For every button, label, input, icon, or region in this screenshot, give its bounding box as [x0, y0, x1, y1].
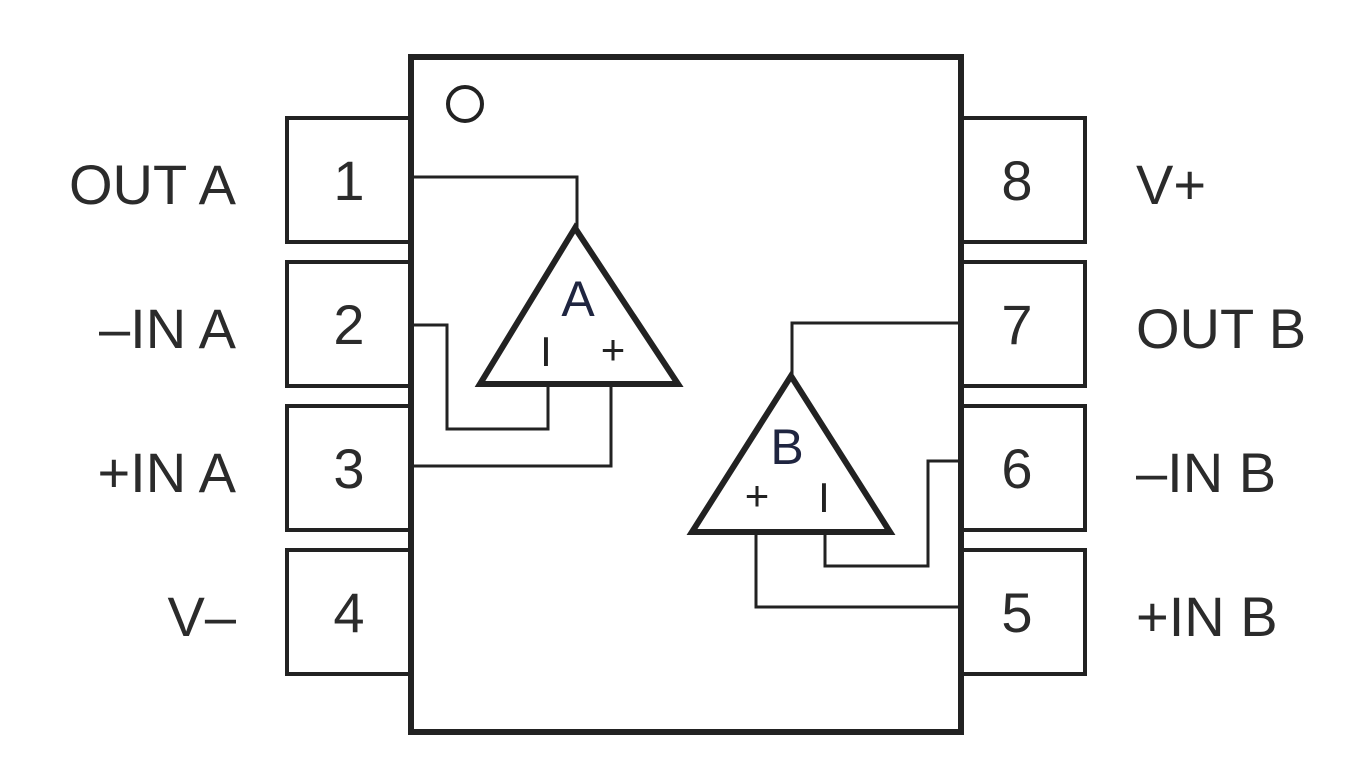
pin-label-4: V–	[168, 585, 237, 648]
op-amp-a-triangle	[474, 222, 684, 387]
op-amp-a-label: A	[561, 271, 595, 327]
pin-label-5: +IN B	[1136, 585, 1278, 648]
pin-label-7: OUT B	[1136, 297, 1306, 360]
pin-label-6: –IN B	[1136, 441, 1276, 504]
op-amp-b-triangle	[686, 370, 896, 535]
op-amp-b-noninverting-sign: +	[745, 472, 770, 519]
pin-number-7: 7	[1001, 293, 1032, 356]
pin-number-3: 3	[333, 437, 364, 500]
pin-label-1: OUT A	[69, 153, 237, 216]
wire-in-a-plus	[411, 384, 613, 468]
pin-label-8: V+	[1136, 153, 1206, 216]
pin-number-1: 1	[333, 149, 364, 212]
pin-label-3: +IN A	[97, 441, 236, 504]
pin-number-4: 4	[333, 581, 364, 644]
pin-number-2: 2	[333, 293, 364, 356]
ic-body	[408, 54, 964, 735]
wire-in-b-plus	[754, 532, 961, 609]
wire-in-a-minus	[411, 323, 550, 431]
op-amp-a-noninverting-sign: +	[601, 326, 626, 373]
pin1-marker-dot	[446, 85, 484, 123]
pin-number-6: 6	[1001, 437, 1032, 500]
op-amp-b-label: B	[770, 419, 803, 475]
pin-number-8: 8	[1001, 149, 1032, 212]
wire-out-b	[790, 321, 961, 376]
op-amp-b-inverting-sign: I	[818, 474, 830, 521]
pin-number-5: 5	[1001, 581, 1032, 644]
wire-in-b-minus	[823, 459, 961, 568]
wire-out-a	[411, 175, 579, 228]
pin-label-2: –IN A	[99, 297, 237, 360]
op-amp-a-inverting-sign: I	[540, 328, 552, 375]
